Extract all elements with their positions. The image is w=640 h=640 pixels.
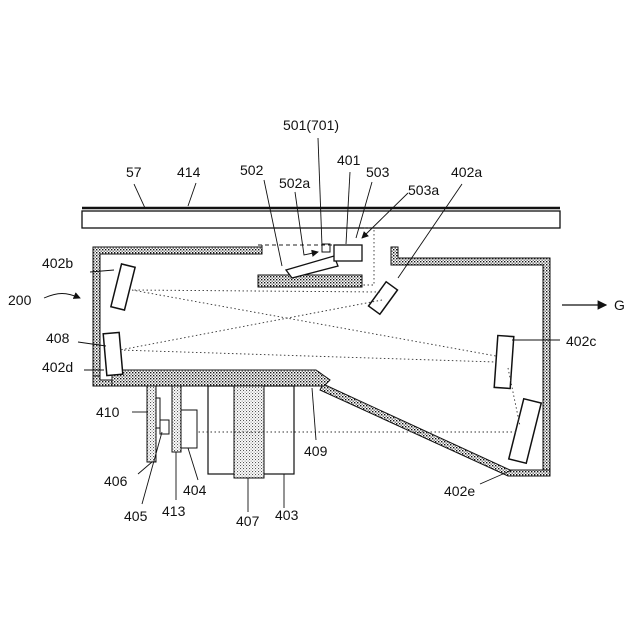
label-503a: 503a <box>408 182 439 198</box>
mirror-402a <box>369 282 398 314</box>
label-200: 200 <box>8 292 32 308</box>
label-502: 502 <box>240 162 264 178</box>
label-410: 410 <box>96 404 120 420</box>
sensor-assembly <box>147 386 197 462</box>
label-57: 57 <box>126 164 142 180</box>
label-402e: 402e <box>444 483 475 499</box>
mirror-402b <box>111 264 135 310</box>
label-402a: 402a <box>451 164 482 180</box>
label-404: 404 <box>183 482 207 498</box>
mirror-402e <box>509 399 541 464</box>
shelf-409 <box>112 370 330 386</box>
label-G: G <box>614 297 625 313</box>
label-402c: 402c <box>566 333 596 349</box>
label-406: 406 <box>104 473 128 489</box>
label-402d: 402d <box>42 359 73 375</box>
unit-arrow <box>44 294 80 299</box>
label-407: 407 <box>236 513 260 529</box>
label-408: 408 <box>46 330 70 346</box>
reference-labels: 57 414 502 502a 501(701) 401 503 503a 40… <box>8 117 625 529</box>
label-403: 403 <box>275 507 299 523</box>
label-401: 401 <box>337 152 361 168</box>
label-413: 413 <box>162 503 186 519</box>
mirror-402d <box>103 332 123 375</box>
label-501-701: 501(701) <box>283 117 339 133</box>
label-414: 414 <box>177 164 201 180</box>
label-405: 405 <box>124 508 148 524</box>
label-402b: 402b <box>42 255 73 271</box>
label-409: 409 <box>304 443 328 459</box>
light-source-holder <box>258 244 362 287</box>
label-502a: 502a <box>279 175 310 191</box>
label-503: 503 <box>366 164 390 180</box>
